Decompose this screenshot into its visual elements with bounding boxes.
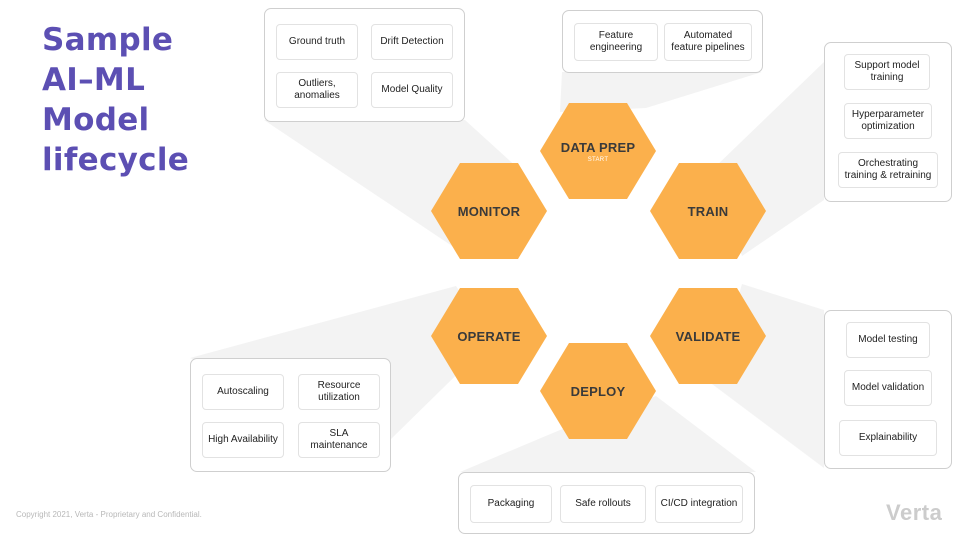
train-item: Orchestrating training & retraining [838,152,938,188]
operate-item: SLA maintenance [298,422,380,458]
title-line: AI–ML [42,62,146,98]
stage-operate-label: OPERATE [457,328,521,344]
train-panel: Support model training Hyperparameter op… [824,42,952,202]
title-line: lifecycle [42,142,190,178]
deploy-item: CI/CD integration [655,485,743,523]
validate-item: Model testing [846,322,930,358]
stage-deploy-label: DEPLOY [570,383,626,399]
monitor-item: Outliers, anomalies [276,72,358,108]
deploy-item: Packaging [470,485,552,523]
title-line: Model [42,102,150,138]
operate-item: Autoscaling [202,374,284,410]
train-item: Support model training [844,54,930,90]
validate-panel: Model testing Model validation Explainab… [824,310,952,469]
data-prep-item: Automated feature pipelines [664,23,752,61]
operate-panel: Autoscaling Resource utilization High Av… [190,358,391,472]
title-line: Sample [42,22,174,58]
data-prep-panel: Feature engineering Automated feature pi… [562,10,763,73]
monitor-panel: Ground truth Drift Detection Outliers, a… [264,8,465,122]
operate-item: Resource utilization [298,374,380,410]
stage-monitor-label: MONITOR [457,203,521,219]
monitor-item: Ground truth [276,24,358,60]
stage-validate-label: VALIDATE [675,328,741,344]
train-item: Hyperparameter optimization [844,103,932,139]
data-prep-item: Feature engineering [574,23,658,61]
monitor-item: Model Quality [371,72,453,108]
monitor-item: Drift Detection [371,24,453,60]
validate-item: Explainability [839,420,937,456]
page-title: Sample AI–ML Model lifecycle [42,20,242,180]
stage-data-prep-sublabel: START [587,156,609,163]
deploy-panel: Packaging Safe rollouts CI/CD integratio… [458,472,755,534]
stage-train-label: TRAIN [687,203,729,219]
copyright-text: Copyright 2021, Verta - Proprietary and … [16,510,202,519]
validate-item: Model validation [844,370,932,406]
beam-data-prep [560,72,762,112]
operate-item: High Availability [202,422,284,458]
stage-data-prep-label: DATA PREP [560,139,636,155]
deploy-item: Safe rollouts [560,485,646,523]
verta-logo: Verta [886,500,943,525]
